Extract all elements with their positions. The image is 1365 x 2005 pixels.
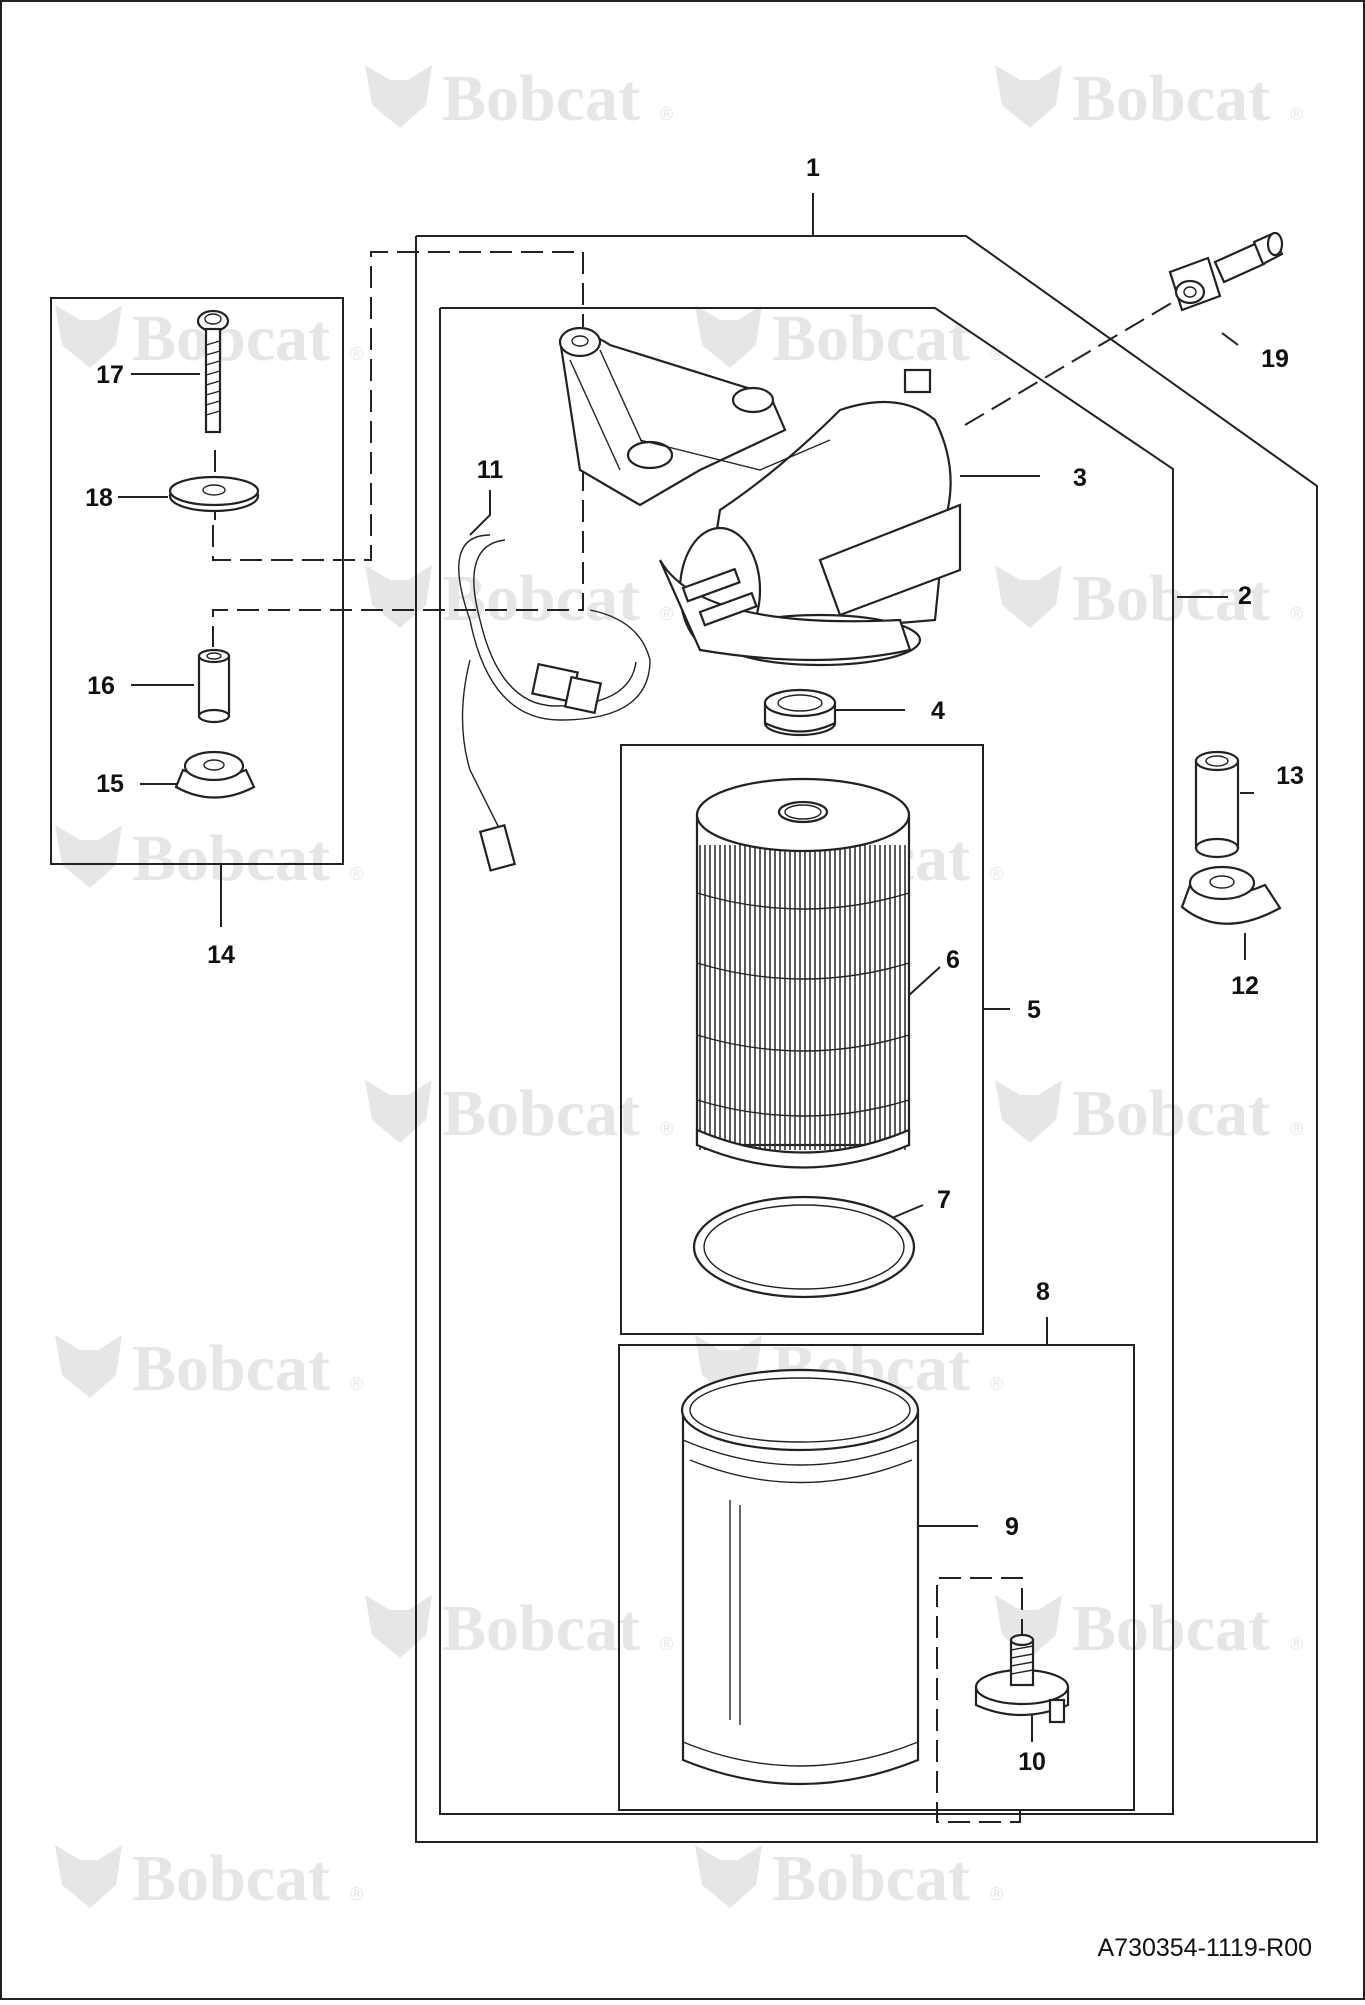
watermark-logo: Bobcat ® — [365, 62, 673, 135]
callout-labels: 1 2 3 4 5 6 7 8 9 10 11 12 13 14 15 16 1… — [85, 154, 1304, 1776]
svg-text:®: ® — [350, 344, 363, 364]
svg-text:®: ® — [990, 864, 1003, 884]
callout-9: 9 — [1005, 1513, 1019, 1541]
grommet-15 — [174, 750, 256, 799]
svg-text:®: ® — [990, 1374, 1003, 1394]
filter-element-6 — [695, 777, 911, 1169]
callout-6: 6 — [946, 946, 960, 974]
svg-text:®: ® — [1290, 604, 1303, 624]
watermark-logo: Bobcat ® — [695, 302, 1003, 375]
callout-8: 8 — [1036, 1278, 1050, 1306]
o-ring-7 — [692, 1195, 916, 1299]
callout-3: 3 — [1073, 464, 1087, 492]
watermark-logo: Bobcat ® — [365, 1592, 673, 1665]
svg-text:®: ® — [1290, 104, 1303, 124]
watermark-layer: Bobcat®Bobcat®Bobcat®Bobcat®Bobcat®Bobca… — [55, 62, 1303, 1915]
callout-10: 10 — [1018, 1748, 1046, 1776]
seal-4 — [763, 688, 837, 737]
kit-14-box — [50, 297, 344, 865]
harness-11 — [458, 534, 651, 872]
callout-12: 12 — [1231, 972, 1259, 1000]
callout-19: 19 — [1261, 345, 1289, 373]
watermark-logo: Bobcat ® — [55, 822, 363, 895]
svg-text:®: ® — [990, 344, 1003, 364]
svg-text:Bobcat: Bobcat — [1072, 1592, 1270, 1665]
svg-text:®: ® — [1290, 1119, 1303, 1139]
svg-text:®: ® — [990, 1884, 1003, 1904]
watermark-logo: Bobcat ® — [55, 1842, 363, 1915]
callout-13: 13 — [1276, 762, 1304, 790]
grommet-12 — [1180, 865, 1282, 925]
watermark-logo: Bobcat ® — [995, 562, 1303, 635]
svg-text:Bobcat: Bobcat — [442, 1077, 640, 1150]
watermark-logo: Bobcat ® — [995, 1077, 1303, 1150]
spacer-16 — [197, 648, 231, 724]
kit-5-box — [620, 744, 984, 1335]
watermark-logo: Bobcat ® — [55, 302, 363, 375]
svg-text:Bobcat: Bobcat — [772, 1842, 970, 1915]
svg-text:Bobcat: Bobcat — [132, 1332, 330, 1405]
svg-text:®: ® — [350, 864, 363, 884]
filter-bowl-9 — [680, 1368, 920, 1786]
svg-text:®: ® — [660, 604, 673, 624]
callout-11: 11 — [477, 456, 504, 484]
assembly-2-outline — [439, 307, 1174, 1815]
callout-14: 14 — [207, 941, 235, 969]
svg-text:®: ® — [1290, 1634, 1303, 1654]
svg-text:Bobcat: Bobcat — [442, 1592, 640, 1665]
callout-16: 16 — [87, 672, 115, 700]
svg-text:®: ® — [660, 1119, 673, 1139]
bolt-17 — [196, 309, 230, 434]
svg-text:Bobcat: Bobcat — [132, 822, 330, 895]
svg-text:®: ® — [350, 1374, 363, 1394]
watermark-logo: Bobcat ® — [695, 1842, 1003, 1915]
svg-text:Bobcat: Bobcat — [442, 62, 640, 135]
callout-17: 17 — [96, 361, 124, 389]
watermark-logo: Bobcat ® — [365, 562, 673, 635]
svg-text:®: ® — [660, 1634, 673, 1654]
callout-5: 5 — [1027, 996, 1041, 1024]
svg-text:Bobcat: Bobcat — [1072, 62, 1270, 135]
svg-text:®: ® — [660, 104, 673, 124]
spacer-13 — [1194, 750, 1240, 859]
filter-head-3 — [558, 326, 962, 667]
svg-text:Bobcat: Bobcat — [772, 302, 970, 375]
callout-18: 18 — [85, 484, 113, 512]
svg-text:Bobcat: Bobcat — [1072, 1077, 1270, 1150]
svg-text:®: ® — [350, 1884, 363, 1904]
fitting-19 — [1168, 231, 1284, 312]
svg-text:Bobcat: Bobcat — [132, 302, 330, 375]
callout-7: 7 — [937, 1186, 951, 1214]
callout-1: 1 — [806, 154, 820, 182]
watermark-logo: Bobcat ® — [995, 1592, 1303, 1665]
svg-text:Bobcat: Bobcat — [1072, 562, 1270, 635]
kit-8-box — [618, 1344, 1135, 1811]
svg-text:Bobcat: Bobcat — [442, 562, 640, 635]
callout-15: 15 — [96, 770, 124, 798]
watermark-logo: Bobcat ® — [365, 1077, 673, 1150]
drawing-code: A730354-1119-R00 — [1097, 1934, 1312, 1962]
watermark-logo: Bobcat ® — [55, 1332, 363, 1405]
assembly-1-outline — [415, 235, 1318, 1843]
callout-4: 4 — [931, 697, 945, 725]
drain-plug-10 — [974, 1633, 1070, 1724]
washer-18 — [168, 475, 260, 513]
leader-lines — [118, 193, 1254, 1742]
callout-2: 2 — [1238, 582, 1252, 610]
watermark-logo: Bobcat ® — [995, 62, 1303, 135]
svg-text:Bobcat: Bobcat — [132, 1842, 330, 1915]
